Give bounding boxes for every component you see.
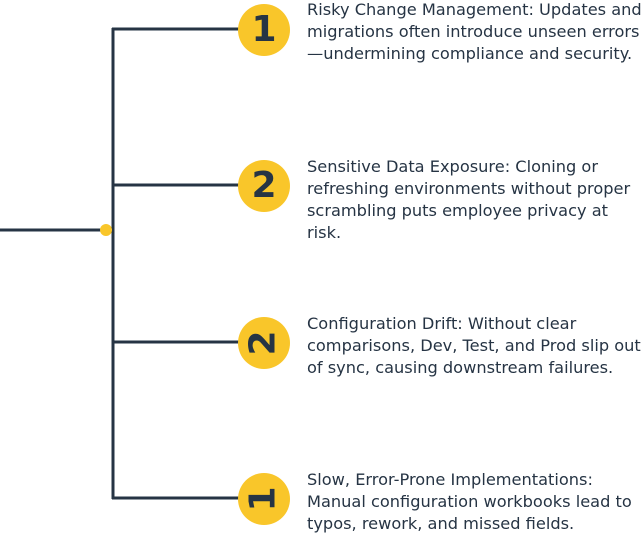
number-label: 1 [251, 9, 277, 50]
number-badge-4: 1 [238, 473, 290, 525]
number-badge-2: 2 [238, 160, 290, 212]
number-label: 1 [243, 486, 284, 512]
item-description-1: Risky Change Management: Updates and mig… [307, 0, 642, 63]
number-badge-1: 1 [238, 4, 290, 56]
item-description-2: Sensitive Data Exposure: Cloning or refr… [307, 157, 631, 242]
junction-dot [100, 224, 112, 236]
item-description-3: Configuration Drift: Without clear compa… [307, 314, 641, 377]
number-label: 2 [251, 165, 277, 206]
item-description-4: Slow, Error-Prone Implementations: Manua… [307, 470, 632, 533]
number-badge-3: 2 [238, 317, 290, 369]
number-label: 2 [243, 330, 284, 356]
